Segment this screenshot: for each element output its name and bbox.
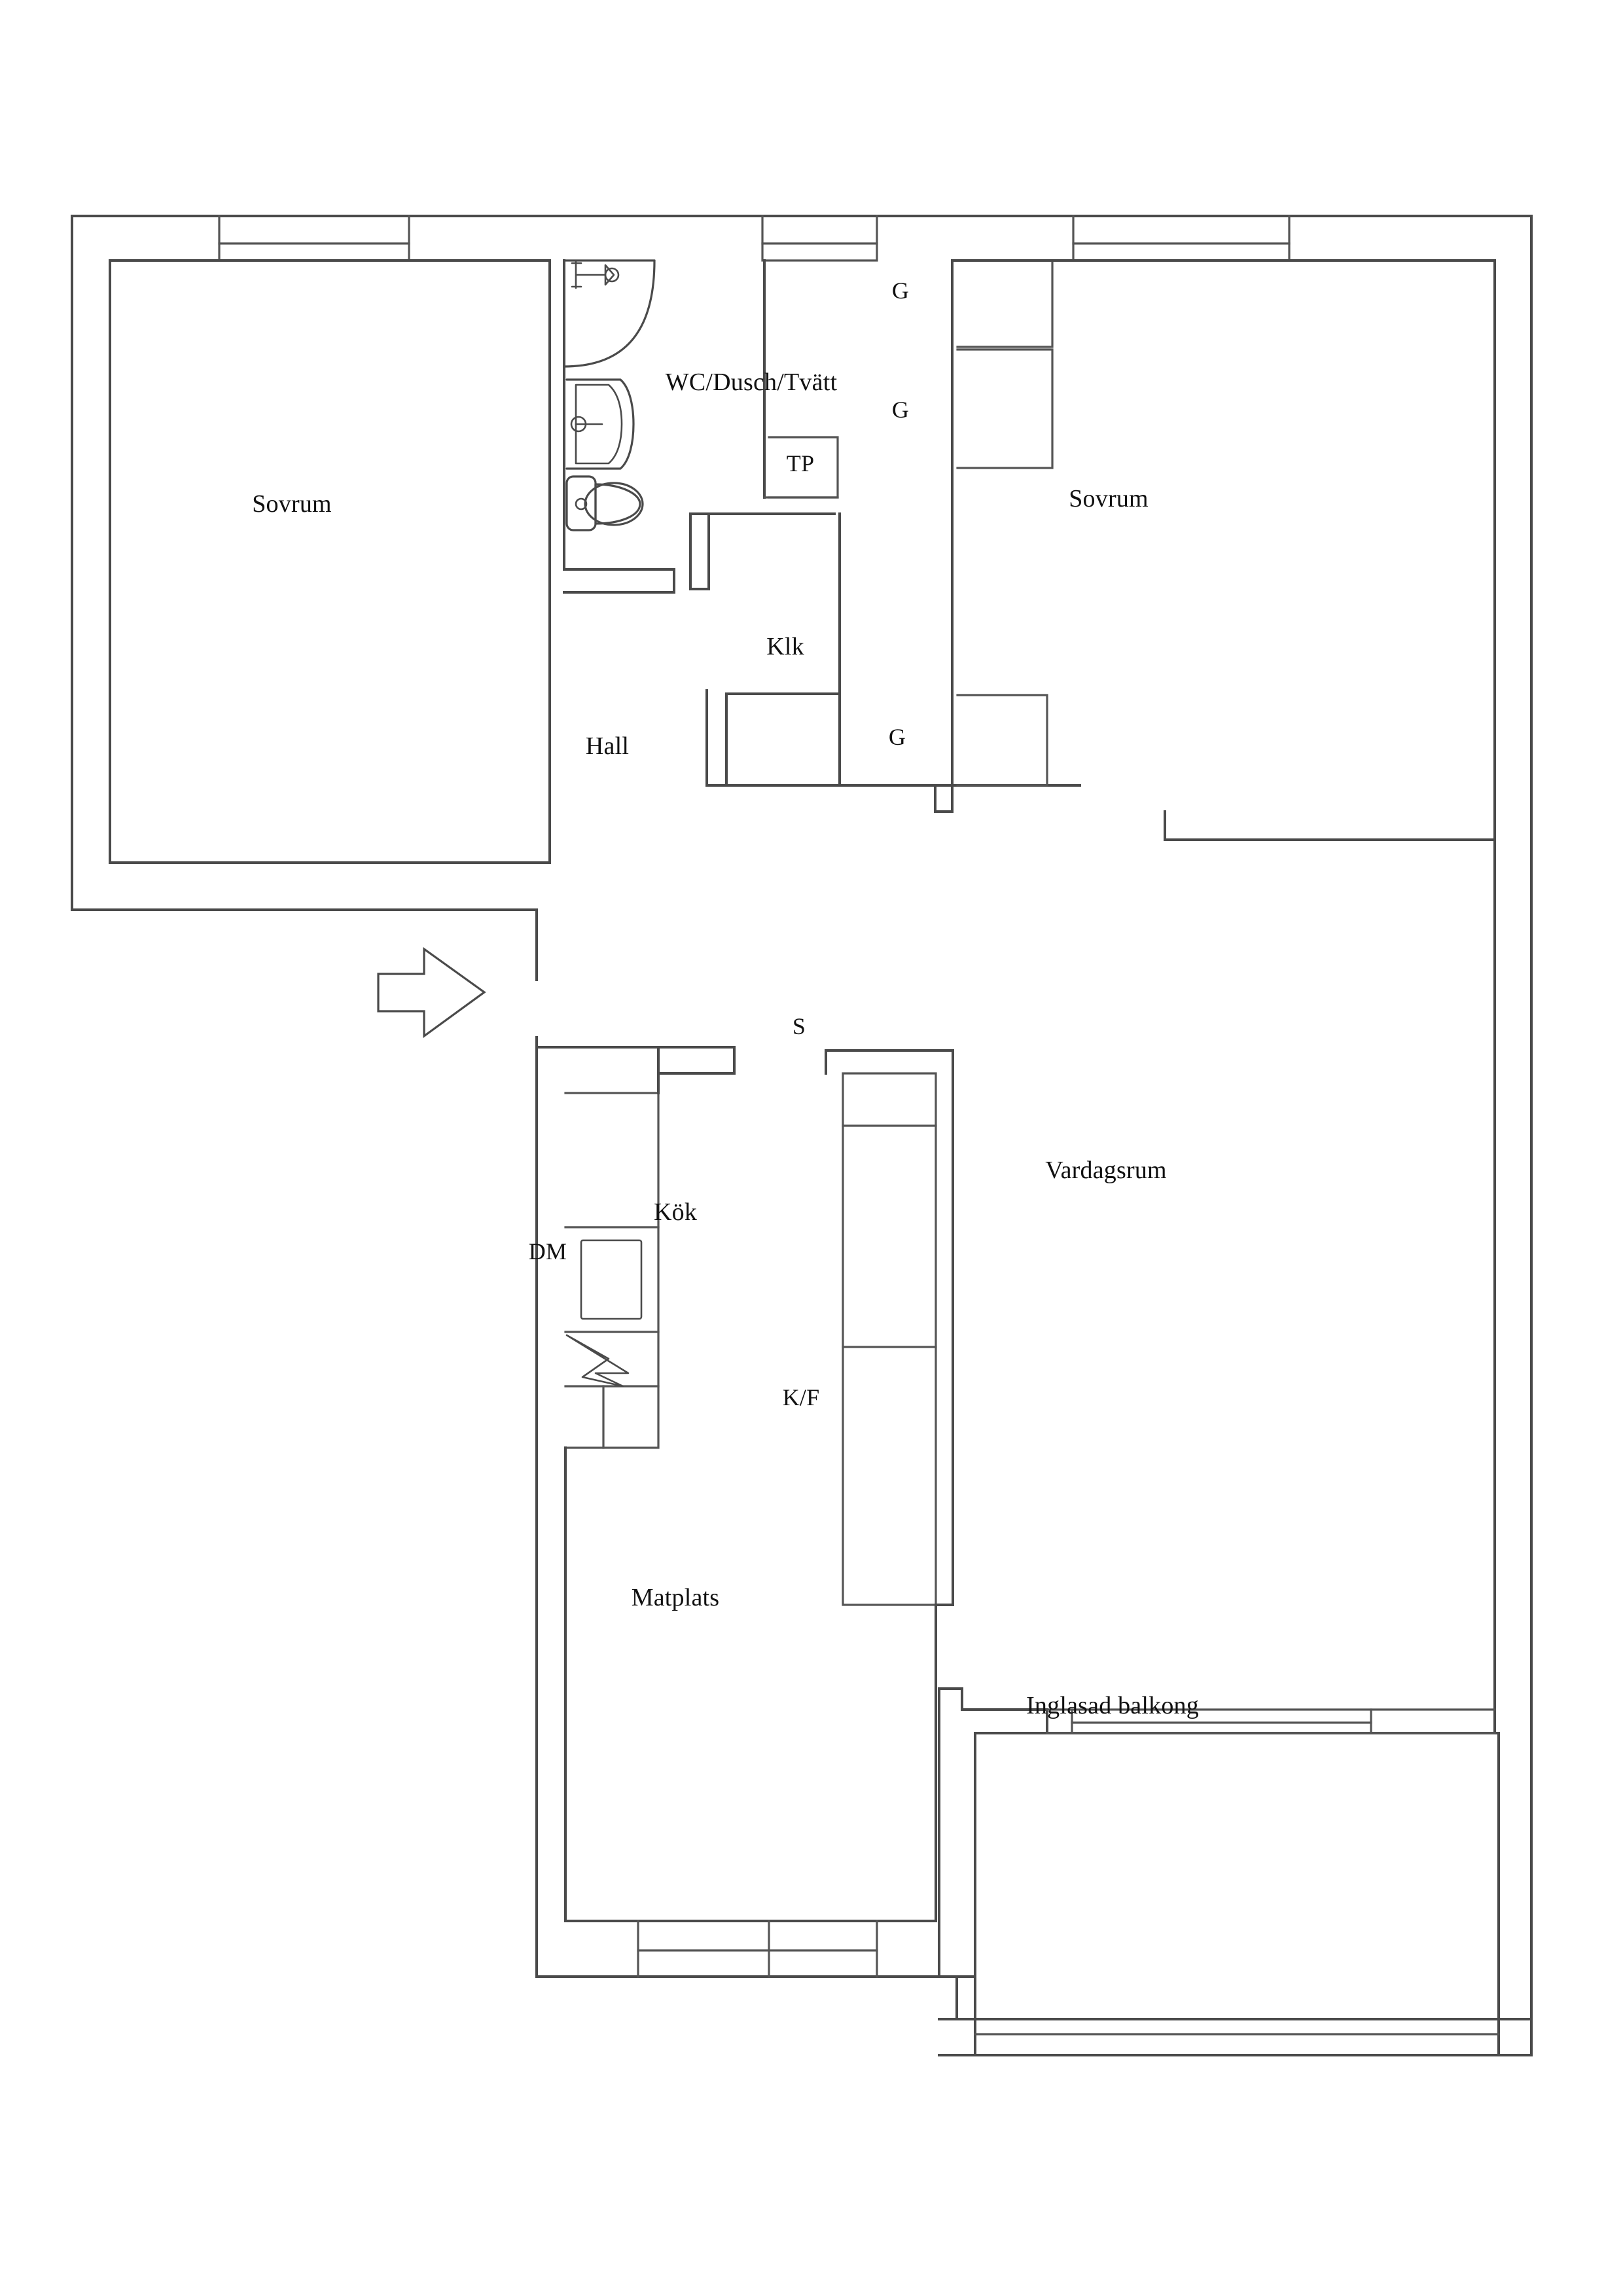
- appliance-label-kf: K/F: [782, 1384, 820, 1410]
- north-windows: [218, 215, 1291, 262]
- storage-label-g-mid: G: [891, 397, 910, 423]
- room-label-matplats: Matplats: [631, 1584, 720, 1611]
- entrance-direction-arrow: [377, 946, 486, 1039]
- storage-label-g-lower: G: [888, 724, 906, 750]
- appliance-label-dm: DM: [528, 1238, 567, 1265]
- room-label-vardagsrum: Vardagsrum: [1045, 1157, 1167, 1184]
- room-matplats: [564, 1446, 937, 1922]
- wash-basin-icon: [565, 378, 635, 470]
- appliance-label-s: S: [792, 1013, 806, 1039]
- stove-icon: [565, 1334, 630, 1388]
- room-label-kok: Kök: [653, 1198, 698, 1226]
- storage-label-g-top: G: [891, 278, 910, 304]
- wardrobes: [956, 259, 1054, 787]
- kitchen-counter-column: [842, 1072, 937, 1606]
- room-balkong: [938, 1687, 1533, 2056]
- south-windows-matplats: [637, 1920, 878, 1978]
- center-divider-wall: [838, 259, 1081, 813]
- kitchen-sink-icon: [580, 1239, 643, 1320]
- room-vardagsrum: [825, 838, 1496, 1734]
- tp-unit: [763, 436, 839, 499]
- room-label-sovrum-right: Sovrum: [1069, 485, 1149, 512]
- room-label-wc-dusch-tvatt: WC/Dusch/Tvätt: [665, 368, 838, 396]
- room-klk: [689, 512, 841, 787]
- toilet-icon: [565, 475, 644, 531]
- room-label-hall: Hall: [585, 732, 630, 760]
- kitchen-left-cabinets: [535, 1046, 736, 1449]
- bathroom-fixtures: [563, 259, 656, 531]
- room-label-inglasad-balkong: Inglasad balkong: [1026, 1692, 1199, 1719]
- room-wc-dusch-tvatt: [563, 259, 766, 594]
- outer-walls: [71, 215, 1533, 2056]
- room-label-sovrum-left: Sovrum: [252, 490, 332, 518]
- storage-label-tp: TP: [786, 450, 815, 476]
- room-label-klk: Klk: [766, 633, 804, 660]
- room-sovrum-left: [109, 259, 551, 864]
- shower-icon: [563, 259, 656, 368]
- room-sovrum-right: [951, 259, 1496, 841]
